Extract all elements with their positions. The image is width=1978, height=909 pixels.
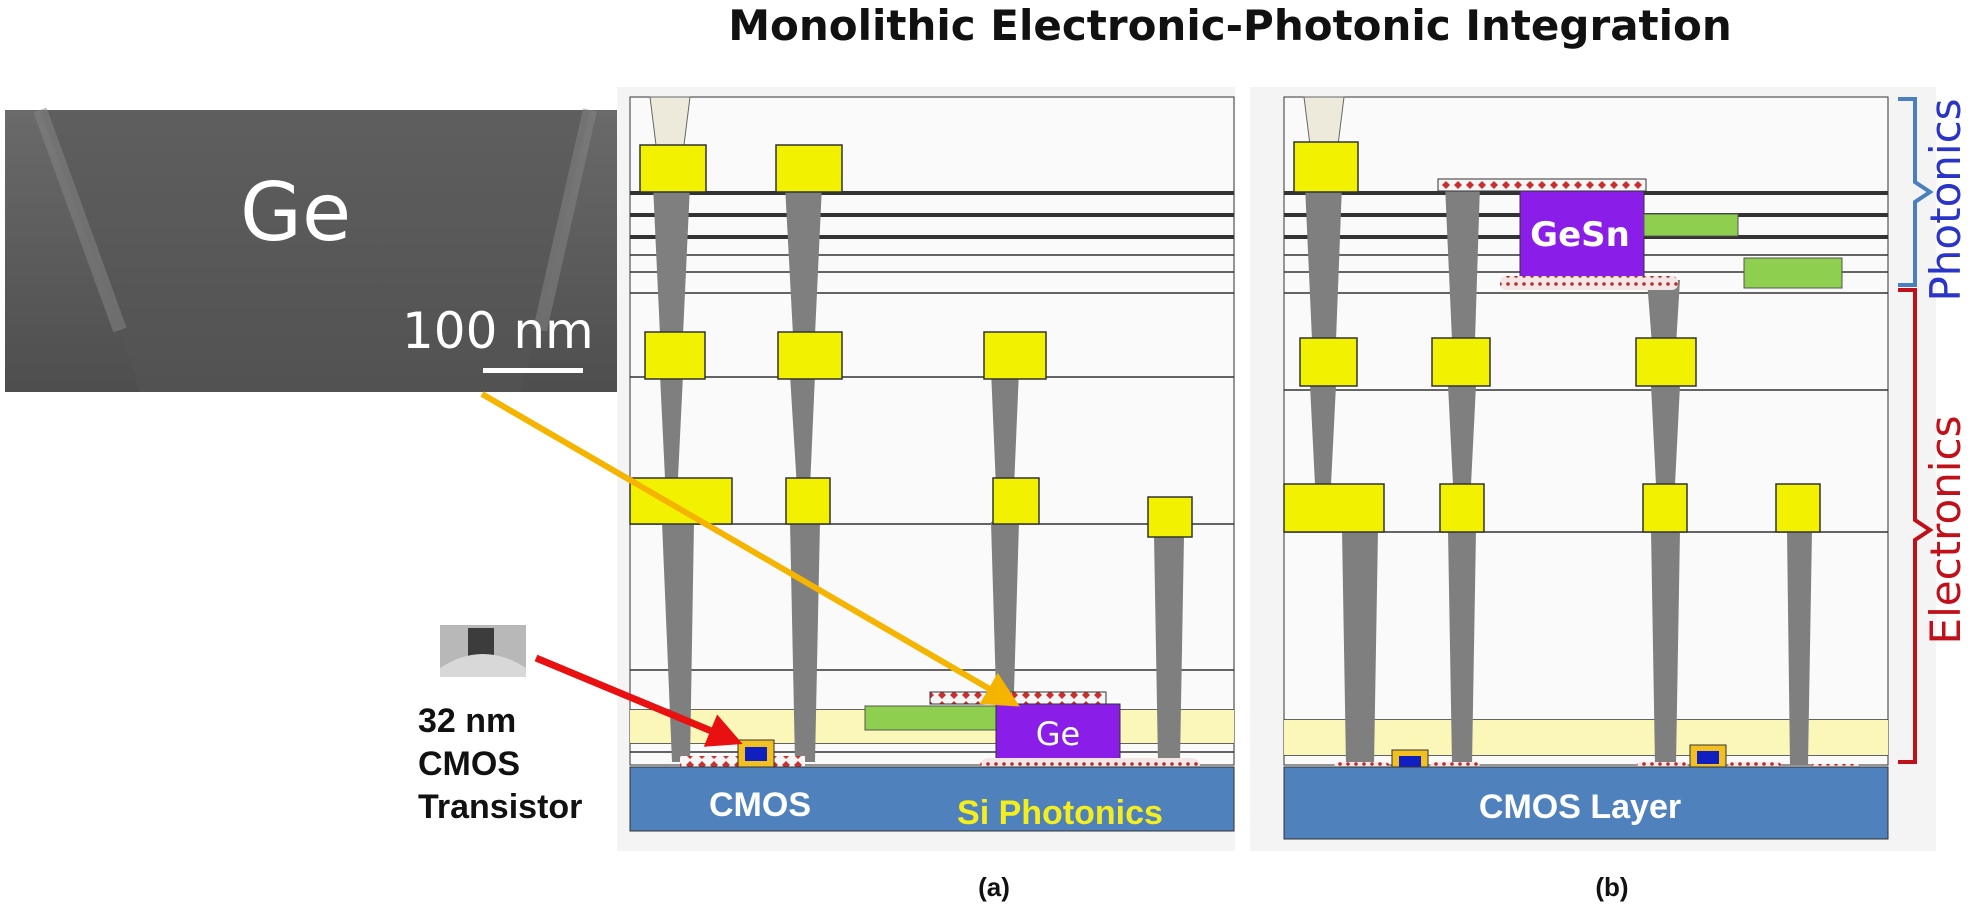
panel-a-base-photonics-label: Si Photonics bbox=[957, 794, 1163, 832]
panel-b-base bbox=[1283, 766, 1889, 840]
panel-b-transistor-channel-1 bbox=[1399, 756, 1421, 769]
sem-scale-label: 100 nm bbox=[402, 302, 594, 360]
panel-a-ge-contact bbox=[929, 691, 1107, 705]
transistor-arrow bbox=[534, 654, 743, 747]
panel-b-waveguide-lower bbox=[1743, 257, 1843, 289]
panel-a-ge-device bbox=[995, 703, 1121, 765]
panel-a-top-plug bbox=[649, 96, 691, 146]
photonics-label: Photonics bbox=[1921, 98, 1970, 301]
electronics-label: Electronics bbox=[1921, 416, 1970, 645]
panel-b-caption: (b) bbox=[1595, 872, 1628, 902]
transistor-label-line3: Transistor bbox=[418, 788, 582, 826]
panel-b: GeSn CMOS Layer (b) bbox=[1250, 87, 1936, 902]
electronics-bracket bbox=[1898, 288, 1934, 764]
scale-bar bbox=[483, 368, 583, 373]
panel-a-caption: (a) bbox=[978, 872, 1010, 902]
panel-a-ge-label: Ge bbox=[1036, 715, 1080, 753]
sem-to-ge-arrow bbox=[480, 391, 1020, 707]
panel-b-transistor-channel-2 bbox=[1697, 751, 1719, 764]
panel-b-top-plug bbox=[1303, 96, 1345, 146]
panel-b-gesn-doped bbox=[1500, 276, 1678, 290]
panel-a-base bbox=[629, 766, 1235, 832]
transistor-thumbnail bbox=[440, 625, 526, 677]
panel-b-waveguide-upper bbox=[1643, 213, 1739, 237]
sem-ge-label: Ge bbox=[240, 166, 351, 259]
panel-a-stack bbox=[629, 96, 1235, 766]
photonics-bracket bbox=[1898, 97, 1934, 287]
panel-b-gesn-contact bbox=[1437, 178, 1647, 192]
panel-a-transistor-channel bbox=[745, 747, 767, 761]
panel-b-gesn-label: GeSn bbox=[1530, 215, 1630, 255]
panel-a-base-cmos-label: CMOS bbox=[709, 786, 811, 824]
panel-b-metal-pads bbox=[1283, 141, 1821, 533]
panel-b-oxide-layer bbox=[1284, 720, 1888, 755]
panel-a-metal-pads bbox=[629, 144, 1193, 538]
panel-b-base-label: CMOS Layer bbox=[1479, 788, 1681, 826]
transistor-label-line1: 32 nm bbox=[418, 702, 516, 740]
panel-a: Ge CMOS Si Photonics (a) bbox=[617, 87, 1235, 902]
panel-b-transistor-gate-2 bbox=[1689, 744, 1727, 770]
sem-image: Ge 100 nm bbox=[5, 107, 620, 392]
panel-b-vias bbox=[1305, 185, 1812, 765]
transistor-label-line2: CMOS bbox=[418, 745, 520, 783]
figure-title: Monolithic Electronic-Photonic Integrati… bbox=[728, 1, 1732, 50]
panel-a-vias bbox=[653, 185, 1184, 762]
